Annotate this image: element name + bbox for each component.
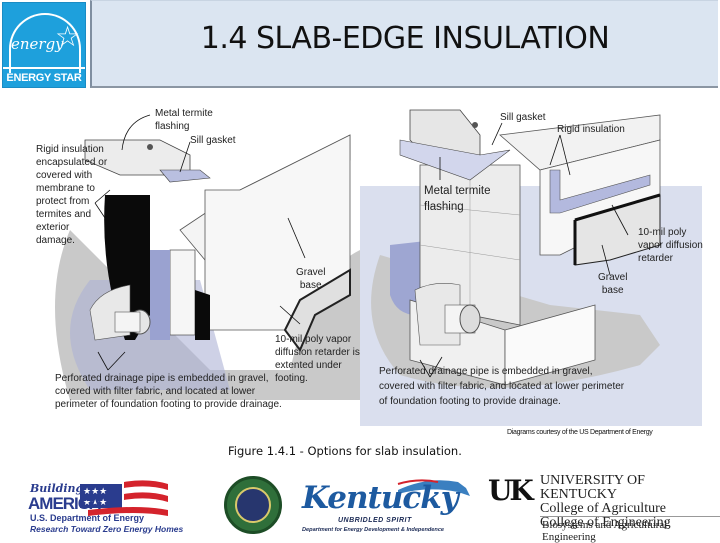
right-label-vapor-retarder: 10-mil poly vapor diffusion retarder (638, 227, 703, 264)
page-title: 1.4 SLAB-EDGE INSULATION (200, 21, 610, 56)
right-label-drainage: Perforated drainage pipe is embedded in … (379, 366, 625, 407)
doe-seal-icon (224, 476, 282, 534)
svg-text:★★★: ★★★ (83, 497, 107, 507)
svg-text:★★★: ★★★ (83, 486, 107, 496)
flag-stars-icon: ★★★★★★ (80, 480, 168, 516)
right-label-metal-flashing: Metal termite flashing (424, 185, 491, 213)
university-of-kentucky-logo: UK UNIVERSITY OF KENTUCKY College of Agr… (488, 472, 720, 543)
figure-caption: Figure 1.4.1 - Options for slab insulati… (228, 444, 462, 458)
horse-icon (397, 479, 470, 496)
energy-star-arc (9, 13, 81, 73)
left-slab-diagram (55, 114, 360, 400)
diagram-credit: Diagrams courtesy of the US Department o… (507, 429, 653, 436)
energy-star-band: ENERGY STAR (3, 67, 85, 87)
doe-seal-shield (235, 487, 271, 523)
right-label-sill-gasket: Sill gasket (500, 112, 546, 123)
left-label-rigid-insulation: Rigid insulation encapsulated or covered… (36, 144, 108, 246)
kentucky-logo: Kentucky UNBRIDLED SPIRIT Department for… (298, 472, 478, 536)
title-banner: 1.4 SLAB-EDGE INSULATION (90, 0, 718, 88)
left-label-gravel-base: Gravel base (296, 267, 326, 291)
right-label-gravel-base: Gravel base (598, 272, 628, 296)
right-label-rigid-insulation: Rigid insulation (557, 124, 625, 135)
right-slab-diagram (371, 109, 661, 388)
left-label-vapor-retarder: 10-mil poly vapor diffusion retarder is … (275, 334, 360, 384)
building-america-logo: ★★★★★★ Building AMERICA U.S. Department … (28, 478, 196, 536)
left-label-sill-gasket: Sill gasket (190, 135, 236, 146)
energy-script: energy (11, 35, 64, 53)
left-label-metal-flashing: Metal termite flashing (155, 108, 213, 132)
left-label-drainage: Perforated drainage pipe is embedded in … (55, 373, 282, 410)
energy-star-logo: ☆ energy ENERGY STAR (2, 2, 86, 88)
energy-star-icon: ☆ (55, 21, 81, 52)
